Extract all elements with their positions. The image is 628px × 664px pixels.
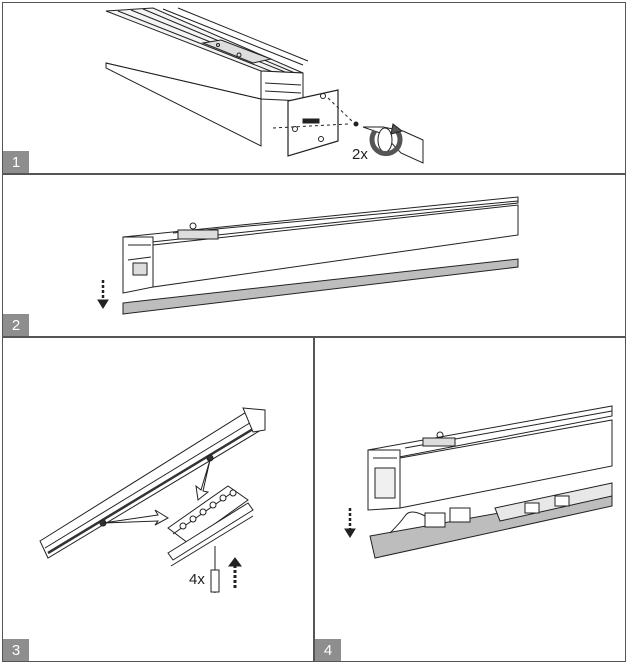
step-3-badge: 3 [3,639,29,661]
step-3-panel: 4x 3 [2,337,314,662]
step-1-panel: 2x 1 [2,2,626,174]
step-2-badge: 2 [3,314,29,336]
step-4-badge: 4 [315,639,341,661]
step-1-quantity-label: 2x [352,146,368,163]
step-2-illustration [97,196,519,315]
step-2-panel: 2 [2,174,626,337]
step-1-illustration: 2x [105,7,424,164]
step-3-quantity-label: 4x [189,571,205,588]
step-4-panel: 4 [314,337,626,662]
step-4-illustration [344,405,613,559]
step-3-illustration: 4x [39,407,266,593]
step-1-badge: 1 [3,151,29,173]
